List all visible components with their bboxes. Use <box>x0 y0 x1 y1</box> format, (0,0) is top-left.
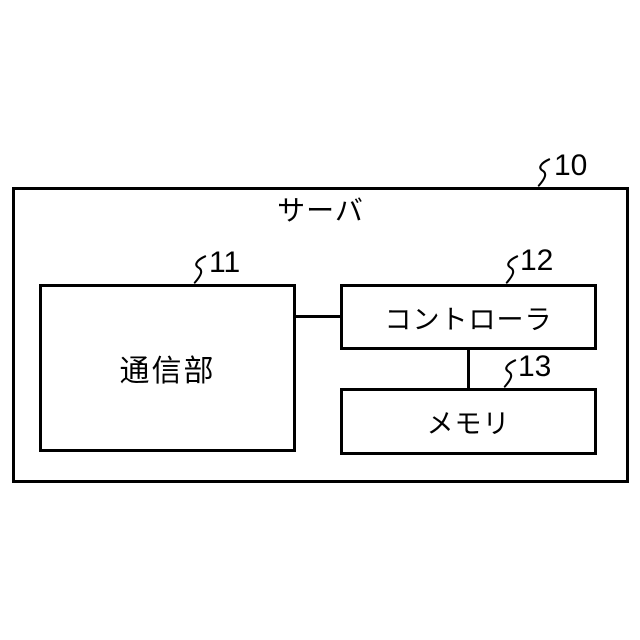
communication-unit-label: 通信部 <box>119 355 216 388</box>
leader-squiggle-icon <box>193 255 207 284</box>
leader-squiggle-icon <box>537 158 551 187</box>
leader-squiggle-icon <box>505 255 519 284</box>
ref-number-server: 10 <box>554 149 588 182</box>
communication-unit-block: 通信部 <box>39 284 296 452</box>
ref-number-memory: 13 <box>518 350 552 383</box>
leader-squiggle-icon <box>503 359 517 388</box>
connector-communication-to-controller <box>294 315 342 318</box>
controller-label: コントローラ <box>384 304 553 335</box>
ref-number-controller: 12 <box>520 244 554 277</box>
memory-label: メモリ <box>426 409 511 439</box>
server-label: サーバ <box>277 195 364 226</box>
ref-number-communication-unit: 11 <box>209 246 241 279</box>
controller-block: コントローラ <box>340 284 597 350</box>
memory-block: メモリ <box>340 388 597 455</box>
connector-controller-to-memory <box>467 348 470 390</box>
